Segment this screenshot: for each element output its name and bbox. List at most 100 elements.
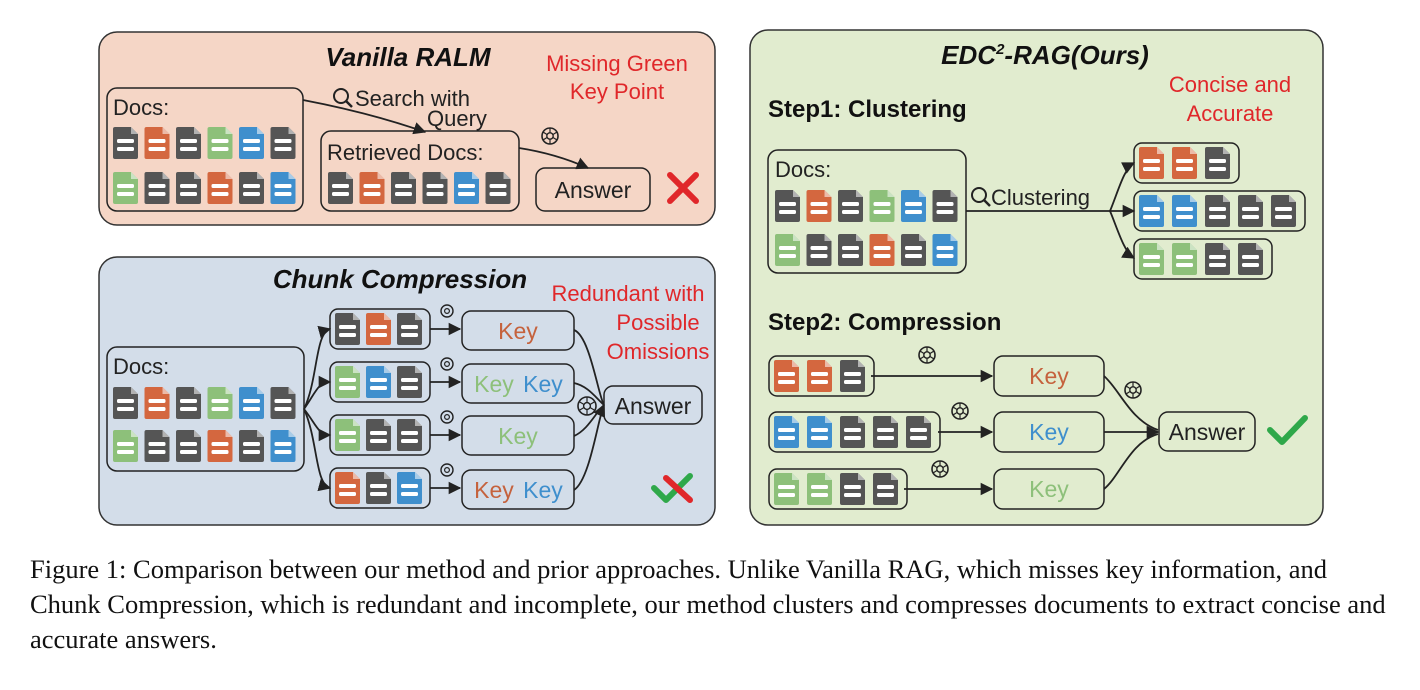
- document-icon: [807, 473, 832, 505]
- document-icon: [838, 234, 863, 266]
- document-icon: [113, 127, 138, 159]
- document-icon: [901, 190, 926, 222]
- edc-answer-box: [1158, 411, 1256, 452]
- edc-key-box-2: Key: [993, 411, 1105, 453]
- chunk-rows: [329, 304, 462, 509]
- document-icon: [1172, 243, 1197, 275]
- document-icon: [176, 127, 201, 159]
- document-icon: [397, 472, 422, 504]
- cluster-group: [1133, 142, 1240, 184]
- edc-answer-text: Answer: [1169, 419, 1246, 445]
- edc-clustering-label: Clustering: [991, 185, 1090, 210]
- vanilla-docs-box: [106, 87, 304, 212]
- chunk-key-box-2: Key Key: [461, 363, 575, 404]
- chunk-title: Chunk Compression: [273, 264, 527, 294]
- chunk-docs-label: Docs:: [113, 354, 169, 379]
- openai-icon: [440, 410, 454, 424]
- vanilla-docs-label: Docs:: [113, 95, 169, 120]
- key-text: Key: [523, 371, 563, 397]
- document-icon: [901, 234, 926, 266]
- document-icon: [239, 387, 264, 419]
- compression-group: [768, 355, 875, 397]
- openai-icon: [931, 460, 949, 478]
- key-text: Key: [1029, 476, 1069, 502]
- chunk-key-box-3: Key: [461, 415, 575, 456]
- compression-group: [768, 468, 908, 510]
- figure-caption: Figure 1: Comparison between our method …: [30, 554, 1386, 654]
- document-icon: [806, 234, 832, 266]
- edc-docs-label: Docs:: [775, 157, 831, 182]
- document-icon: [391, 172, 416, 204]
- document-icon: [873, 416, 898, 448]
- edc-compression-rows: [768, 355, 941, 510]
- vanilla-retrieved-label: Retrieved Docs:: [327, 140, 484, 165]
- document-icon: [1139, 147, 1164, 179]
- document-icon: [144, 430, 170, 462]
- document-icon: [454, 172, 479, 204]
- document-icon: [207, 172, 233, 204]
- edc-rag-panel: EDC2-RAG(Ours) Step1: Clustering Concise…: [749, 29, 1324, 526]
- document-icon: [176, 430, 201, 462]
- openai-icon: [440, 463, 454, 477]
- document-icon: [113, 430, 138, 462]
- document-icon: [840, 416, 865, 448]
- document-icon: [1205, 243, 1230, 275]
- document-icon: [270, 127, 296, 159]
- chunk-row: [329, 410, 462, 456]
- vanilla-title: Vanilla RALM: [325, 42, 492, 72]
- chunk-answer-box: [603, 385, 703, 425]
- check-cross-icon: [651, 473, 693, 503]
- document-icon: [774, 360, 799, 392]
- document-icon: [1172, 147, 1197, 179]
- edc-title: EDC2-RAG(Ours): [941, 40, 1149, 70]
- document-icon: [207, 430, 233, 462]
- key-text: Key: [498, 423, 538, 449]
- vanilla-retrieved-box: [320, 130, 520, 212]
- document-icon: [1271, 195, 1296, 227]
- edc-note-line2: Accurate: [1187, 101, 1274, 126]
- vanilla-search-line2: Query: [427, 106, 487, 131]
- chunk-note-line3: Omissions: [607, 339, 710, 364]
- openai-icon: [541, 127, 559, 145]
- vanilla-docs-grid: [113, 127, 296, 204]
- vanilla-ralm-panel: Vanilla RALM Missing Green Key Point Doc…: [98, 31, 716, 226]
- magnifier-icon: [333, 88, 353, 108]
- document-icon: [1205, 195, 1230, 227]
- check-icon: [1267, 415, 1308, 445]
- document-icon: [840, 360, 865, 392]
- document-icon: [359, 172, 385, 204]
- document-icon: [207, 127, 233, 159]
- document-icon: [113, 387, 138, 419]
- edc-cluster-arrows: [1109, 162, 1136, 259]
- key-text: Key: [523, 477, 563, 503]
- chunk-answer-text: Answer: [615, 393, 692, 419]
- vanilla-answer-box: [535, 167, 651, 212]
- comparison-figure: Vanilla RALM Missing Green Key Point Doc…: [98, 29, 1324, 526]
- chunk-docs-grid: [113, 387, 296, 462]
- document-icon: [869, 234, 895, 266]
- document-icon: [366, 366, 391, 398]
- chunk-note-line1: Redundant with: [552, 281, 705, 306]
- document-icon: [270, 387, 296, 419]
- document-icon: [774, 473, 799, 505]
- document-icon: [176, 387, 201, 419]
- document-icon: [144, 127, 170, 159]
- document-icon: [239, 127, 264, 159]
- vanilla-answer-arrow: [518, 147, 590, 170]
- openai-icon: [951, 402, 969, 420]
- document-icon: [207, 387, 233, 419]
- magnifier-icon: [971, 187, 991, 207]
- document-icon: [335, 472, 360, 504]
- chunk-note-line2: Possible: [616, 310, 699, 335]
- key-text: Key: [474, 477, 514, 503]
- document-icon: [113, 172, 138, 204]
- cluster-group: [1133, 238, 1273, 280]
- document-icon: [840, 473, 865, 505]
- document-icon: [869, 190, 895, 222]
- document-icon: [932, 234, 958, 266]
- vanilla-retrieved-grid: [328, 172, 511, 204]
- document-icon: [397, 366, 422, 398]
- document-icon: [144, 172, 170, 204]
- chunk-merge-arrows: [573, 329, 605, 491]
- document-icon: [144, 387, 170, 419]
